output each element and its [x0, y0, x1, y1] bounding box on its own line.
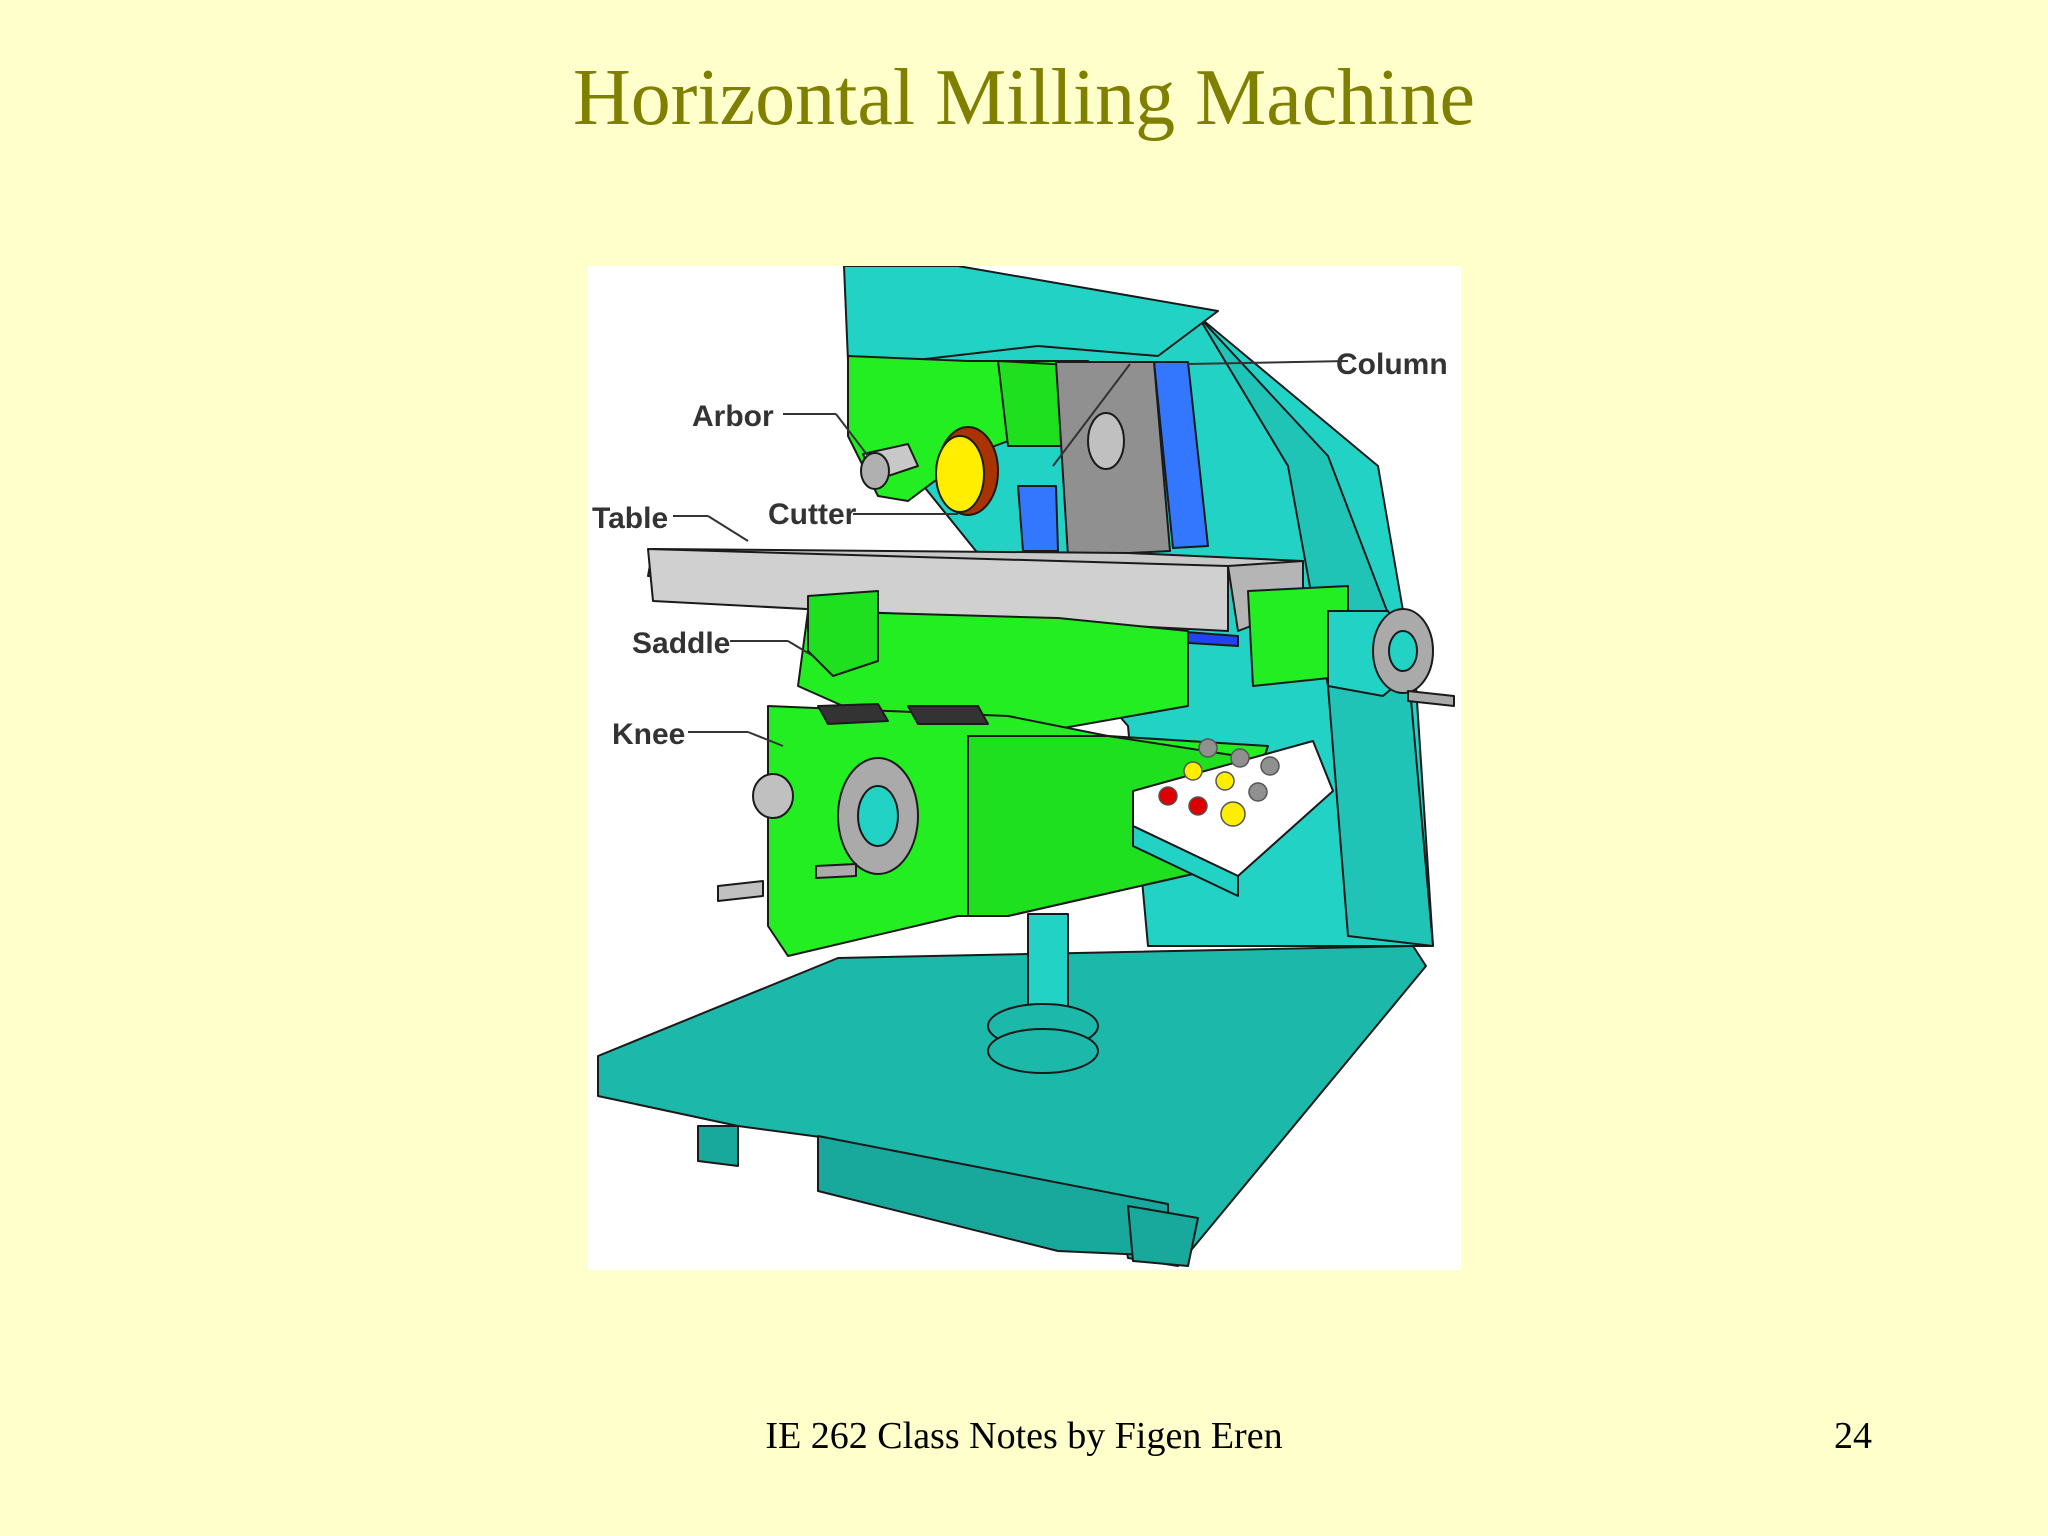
slide-title: Horizontal Milling Machine — [572, 54, 1476, 142]
knee-slot-1 — [817, 703, 889, 725]
elevating-screw — [1027, 913, 1069, 1010]
label-saddle: Saddle — [632, 627, 730, 660]
base-foot — [697, 1125, 739, 1167]
column-way-blue-left — [1017, 485, 1059, 552]
page-number: 24 — [1834, 1415, 1872, 1457]
label-knee: Knee — [612, 718, 685, 751]
table-handwheel-crank — [1407, 690, 1455, 707]
column-way-blue — [1153, 361, 1209, 549]
label-cutter: Cutter — [768, 498, 857, 531]
column-side — [1197, 315, 1434, 947]
base — [597, 945, 1427, 1267]
label-table: Table — [592, 502, 668, 535]
saddle — [797, 610, 1189, 737]
overarm — [843, 266, 1219, 362]
saddle-block — [807, 590, 879, 677]
milling-machine-illustration: Column Arbor Table Cutter Saddle Knee — [588, 266, 1461, 1270]
footer-note: IE 262 Class Notes by Figen Eren — [765, 1415, 1283, 1457]
label-column: Column — [1336, 348, 1448, 381]
control-panel-edge — [1132, 825, 1239, 897]
arbor-end — [860, 452, 890, 490]
base-foot-right — [1127, 1205, 1199, 1267]
knee-slot-2 — [907, 705, 989, 725]
knee-crank — [815, 863, 857, 879]
knee-lever — [717, 880, 764, 902]
table-front — [647, 548, 1229, 632]
base-front — [817, 1135, 1169, 1257]
knee-knob — [752, 773, 794, 819]
label-arbor: Arbor — [692, 400, 774, 433]
cutter — [935, 426, 999, 516]
screw-base-2 — [987, 1028, 1099, 1074]
control-buttons — [1158, 738, 1280, 827]
arbor-nut-right — [1087, 412, 1125, 470]
